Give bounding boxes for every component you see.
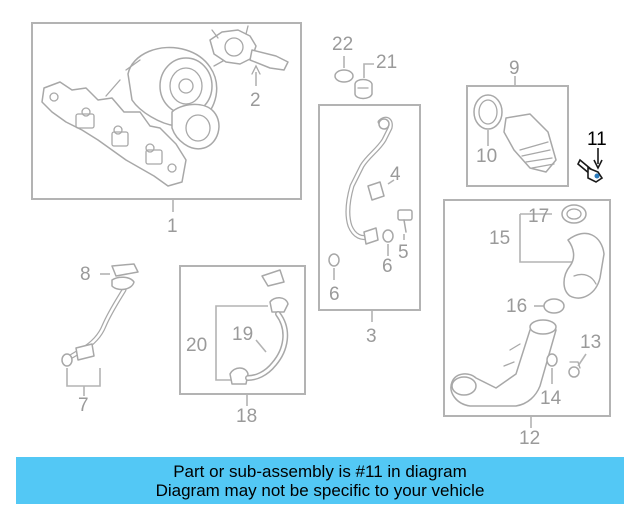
oil-fitting-part[interactable] bbox=[354, 78, 373, 100]
callout-18: 18 bbox=[236, 406, 257, 427]
vacuum-valve-part[interactable] bbox=[229, 269, 289, 385]
info-banner: Part or sub-assembly is #11 in diagram D… bbox=[16, 457, 624, 504]
vacuum-hose-part[interactable] bbox=[245, 311, 289, 381]
arrow-2 bbox=[251, 64, 261, 75]
inlet-hose-part[interactable] bbox=[473, 94, 557, 173]
oil-feed-line-part[interactable] bbox=[345, 116, 393, 245]
return-line-part[interactable] bbox=[61, 263, 139, 367]
wastegate-actuator-part[interactable] bbox=[209, 25, 289, 71]
hose-clamp-part[interactable] bbox=[561, 204, 587, 224]
banner-line-part-number: Part or sub-assembly is #11 in diagram bbox=[173, 461, 467, 481]
callout-3: 3 bbox=[366, 326, 377, 347]
bolt-part-highlighted[interactable] bbox=[577, 158, 604, 183]
turbocharger-group-box bbox=[31, 22, 302, 212]
callout-6a: 6 bbox=[382, 256, 393, 277]
o-ring-part[interactable] bbox=[334, 69, 354, 83]
callout-14: 14 bbox=[540, 388, 562, 409]
leader-13 bbox=[577, 353, 587, 367]
banjo-bolt-part[interactable] bbox=[397, 209, 413, 233]
leader-19 bbox=[255, 339, 267, 353]
callout-7: 7 bbox=[78, 395, 89, 416]
callout-15: 15 bbox=[489, 228, 510, 249]
inlet-hose-group-box bbox=[466, 76, 569, 187]
leader-20 bbox=[215, 305, 268, 381]
callout-1: 1 bbox=[167, 216, 178, 237]
vacuum-hose-group-box bbox=[179, 265, 306, 406]
callout-22: 22 bbox=[332, 34, 353, 55]
charge-pipe-group-box bbox=[443, 199, 611, 428]
callout-8: 8 bbox=[80, 264, 91, 285]
callout-16: 16 bbox=[506, 296, 527, 317]
sensor-grommet-part[interactable] bbox=[546, 353, 558, 367]
callout-19: 19 bbox=[232, 324, 253, 345]
callout-6b: 6 bbox=[329, 284, 340, 305]
callout-10: 10 bbox=[476, 146, 497, 167]
arrow-11 bbox=[593, 159, 603, 170]
callout-13: 13 bbox=[580, 332, 601, 353]
callout-5: 5 bbox=[398, 242, 409, 263]
leader-21 bbox=[363, 63, 374, 78]
oil-line-group-box bbox=[318, 104, 421, 322]
crush-washer-part[interactable] bbox=[328, 229, 394, 267]
callout-4: 4 bbox=[390, 164, 401, 185]
leader-15 bbox=[519, 214, 574, 263]
turbocharger-part[interactable] bbox=[41, 46, 233, 187]
callout-2: 2 bbox=[250, 90, 261, 111]
banner-line-disclaimer: Diagram may not be specific to your vehi… bbox=[155, 480, 485, 500]
charge-pipe-part[interactable] bbox=[450, 319, 557, 407]
callout-21: 21 bbox=[376, 52, 397, 73]
callout-20: 20 bbox=[186, 335, 207, 356]
leader-4 bbox=[387, 179, 395, 185]
callout-17: 17 bbox=[528, 206, 549, 227]
callout-9: 9 bbox=[509, 58, 520, 79]
callout-12: 12 bbox=[519, 428, 540, 449]
charge-hose-part[interactable] bbox=[563, 232, 605, 299]
callout-11: 11 bbox=[587, 129, 607, 150]
pipe-bolt-part[interactable] bbox=[568, 361, 581, 378]
leader-7a bbox=[66, 368, 101, 387]
pipe-clamp-part[interactable] bbox=[543, 298, 565, 314]
